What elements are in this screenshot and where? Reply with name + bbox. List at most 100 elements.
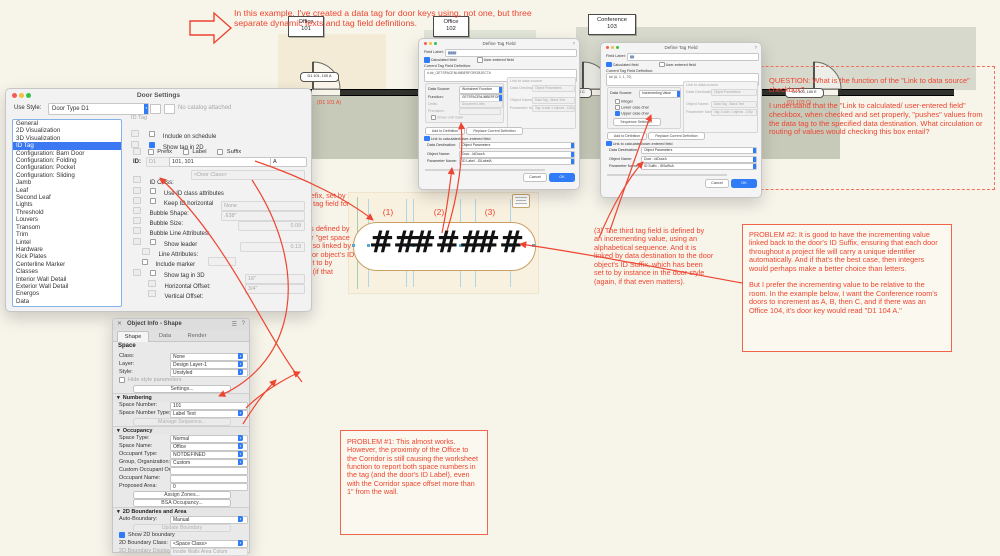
selection-handle[interactable] [459, 244, 462, 247]
style-toggle-icon[interactable] [148, 290, 156, 298]
selection-handle[interactable] [405, 244, 408, 247]
field-label-input[interactable]: #### [445, 48, 577, 57]
id-class-select[interactable]: <Door Class> [191, 170, 305, 180]
sidebar-item[interactable]: 3D Visualization [16, 134, 61, 142]
window-controls[interactable] [424, 42, 439, 60]
user-entered-checkbox[interactable] [659, 61, 665, 67]
units-field[interactable]: Document Units [459, 101, 503, 108]
link-dd-field[interactable]: Object Parameters [532, 85, 575, 92]
user-entered-checkbox[interactable] [477, 57, 483, 63]
section-occupancy[interactable]: ▾Occupancy [113, 426, 249, 435]
line-attr-field[interactable]: 0.13 [240, 242, 305, 252]
selection-handle[interactable] [509, 244, 512, 247]
link-pn-field[interactable]: Tag: A side 1 objects - 100p [711, 108, 757, 116]
manage-sequence-button[interactable]: Manage Sequence... [133, 417, 231, 426]
sidebar-item[interactable]: Second Leaf [16, 194, 51, 202]
sidebar-item[interactable]: Threshold [16, 208, 44, 216]
use-style-select[interactable]: Door Type D1 ▾ [48, 103, 149, 115]
door-tag[interactable]: D1 103, 100 E [785, 88, 824, 98]
sidebar-item[interactable]: Transom [16, 223, 41, 231]
sidebar-item[interactable]: Jamb [16, 179, 32, 187]
occupant-name-field[interactable] [170, 475, 248, 483]
label-checkbox[interactable] [182, 148, 189, 155]
style-toggle-icon[interactable] [133, 148, 141, 155]
define-tag-field-dialog-b[interactable]: Define Tag Field ? Field Label: ## Calcu… [600, 42, 762, 198]
ok-button[interactable]: OK [549, 173, 575, 182]
settings-button[interactable]: Settings... [133, 384, 231, 393]
data-source-select[interactable]: Worksheet Function [459, 86, 503, 94]
sidebar-item[interactable]: Trim [16, 231, 29, 239]
close-icon[interactable]: ✕ [117, 321, 123, 327]
style-toggle-icon[interactable] [133, 269, 141, 277]
replace-definition-button[interactable]: Replace Current Definition [466, 127, 523, 135]
link-on-field[interactable]: Data Tag - Black Text [532, 97, 575, 104]
bubble-shape-select[interactable]: None [221, 201, 305, 211]
zoom-icon[interactable] [616, 46, 619, 49]
upper-case-checkbox[interactable] [615, 111, 620, 116]
dd-select[interactable]: Object Parameters [459, 141, 575, 149]
sidebar-item[interactable]: Interior Wall Detail [16, 275, 67, 283]
space-type-select[interactable]: Normal [170, 435, 248, 443]
bubble-size-field[interactable]: .638" [221, 211, 305, 221]
v-offset-field[interactable]: 3/4" [245, 284, 305, 294]
data-tag-tool-icon[interactable] [512, 194, 530, 208]
sidebar-item[interactable]: Lintel [16, 238, 31, 246]
minimize-icon[interactable] [611, 46, 614, 49]
tab-render[interactable]: Render [187, 333, 207, 339]
ok-button[interactable]: OK [731, 179, 757, 188]
object-info-palette[interactable]: ✕ Object Info - Shape ☰ ? Shape Data Ren… [112, 318, 250, 556]
sidebar-item[interactable]: Centerline Marker [16, 260, 66, 268]
dd-select[interactable]: Object Parameters [641, 146, 757, 154]
id-prefix-field[interactable]: D1 [146, 157, 170, 167]
sidebar-item[interactable]: Configuration: Pocket [16, 164, 76, 172]
id-label-field[interactable]: 101, 101 [169, 157, 271, 167]
selection-handle[interactable] [352, 244, 355, 247]
precision-field[interactable] [459, 107, 501, 115]
custom-org-field[interactable] [170, 467, 248, 475]
window-controls[interactable] [12, 93, 33, 111]
replace-definition-button[interactable]: Replace Current Definition [648, 132, 705, 140]
add-to-definition-button[interactable]: Add to Definition [607, 132, 647, 140]
data-source-select[interactable]: Incrementing Value [639, 90, 681, 98]
boundary-class-select[interactable]: <Space Class> [170, 540, 248, 548]
tab-shape[interactable]: Shape [117, 331, 149, 342]
sidebar-item[interactable]: Configuration: Sliding [16, 171, 75, 179]
prefix-checkbox[interactable] [147, 148, 154, 155]
hide-style-checkbox[interactable] [119, 376, 125, 383]
sidebar-item[interactable]: Hardware [16, 245, 43, 253]
link-pn-field[interactable]: Tag: A side 1 objects - 100p [532, 104, 575, 112]
zoom-icon[interactable] [434, 42, 437, 45]
close-icon[interactable] [424, 42, 427, 45]
sidebar-item[interactable]: Leaf [16, 186, 29, 194]
id-suffix-field[interactable]: A [270, 157, 307, 167]
door-tag[interactable]: D1 101, 100 A [300, 72, 339, 82]
show-tag-2d-checkbox[interactable] [149, 141, 156, 148]
sidebar-item[interactable]: Louvers [16, 216, 39, 224]
sequence-settings-button[interactable]: Sequence Settings... [613, 117, 661, 126]
sidebar-item[interactable]: Exterior Wall Detail [16, 282, 69, 290]
sidebar-item[interactable]: Configuration: Barn Door [16, 149, 85, 157]
selection-handle[interactable] [474, 244, 477, 247]
suffix-checkbox[interactable] [217, 148, 224, 155]
add-to-definition-button[interactable]: Add to Definition [425, 127, 465, 135]
show-unit-mark-checkbox[interactable] [431, 115, 436, 120]
tag-field-1[interactable]: ## [369, 225, 418, 260]
door-settings-sidebar[interactable]: General 2D Visualization 3D Visualizatio… [12, 119, 122, 307]
marker-style-field[interactable] [207, 257, 236, 267]
section-numbering[interactable]: ▾Numbering [113, 393, 249, 402]
selection-handle[interactable] [412, 244, 415, 247]
close-icon[interactable] [12, 93, 17, 98]
sidebar-item[interactable]: Energos [16, 290, 40, 298]
link-checkbox[interactable] [606, 140, 612, 146]
define-tag-field-dialog-a[interactable]: Define Tag Field ? Field Label: #### Cal… [418, 38, 580, 190]
sidebar-item[interactable]: General [16, 120, 39, 127]
bsa-occupancy-button[interactable]: BSA Occupancy... [133, 498, 231, 507]
field-label-input[interactable]: ## [627, 53, 759, 61]
occupant-type-select[interactable]: NOTDEFINED [170, 451, 248, 459]
link-checkbox[interactable] [424, 135, 430, 141]
lower-case-checkbox[interactable] [615, 105, 620, 110]
on-select[interactable]: Door - IdDoorA [641, 155, 757, 163]
pn-select[interactable]: ID Suffix - IDSuffixA [641, 162, 757, 170]
h-offset-field[interactable]: 16" [245, 274, 305, 284]
section-2d-boundaries[interactable]: ▾2D Boundaries and Area [113, 507, 249, 516]
